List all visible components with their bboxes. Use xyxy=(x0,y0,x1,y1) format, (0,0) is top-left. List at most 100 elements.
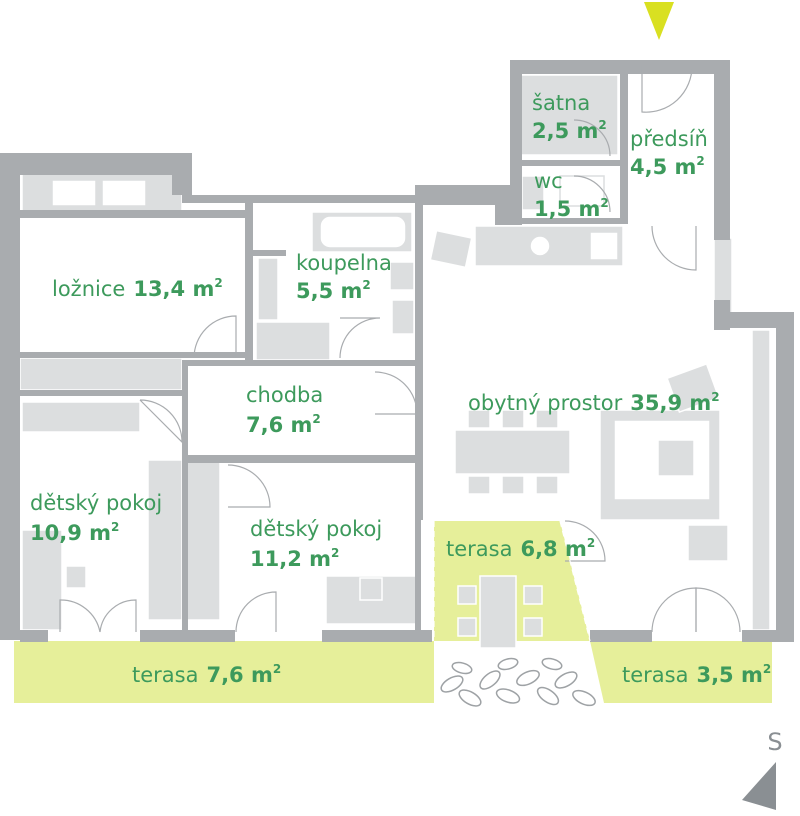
wardrobe-bedroom xyxy=(19,357,183,391)
walls xyxy=(0,60,794,642)
terrace-west[interactable] xyxy=(14,641,434,703)
door-entrance xyxy=(641,65,693,113)
door-satna xyxy=(573,119,611,157)
room-area-unit-exponent: 2 xyxy=(312,412,320,426)
fridge xyxy=(429,229,473,269)
compass-arrow-icon xyxy=(742,762,776,810)
room-name: dětský pokoj xyxy=(30,491,162,515)
room-name: ložnice xyxy=(52,277,125,301)
desk-child1 xyxy=(21,529,63,631)
bathtub-inner xyxy=(319,215,407,249)
terrace-chair-4 xyxy=(523,617,543,637)
room-area: 5,5 m xyxy=(296,279,362,303)
room-area: 13,4 m xyxy=(133,277,214,301)
bed-child2 xyxy=(185,459,221,621)
room-name: wc xyxy=(534,169,563,193)
room-area-unit-exponent: 2 xyxy=(600,196,608,210)
room-area: 2,5 m xyxy=(532,119,598,143)
room-area-unit-exponent: 2 xyxy=(273,662,281,676)
room-label-terasa3: terasa 3,5 m2 xyxy=(622,662,771,687)
room-area: 4,5 m xyxy=(630,155,696,179)
room-name: chodba xyxy=(246,383,323,407)
dining-table xyxy=(454,429,571,475)
room-area: 10,9 m xyxy=(30,521,111,545)
room-area-unit-exponent: 2 xyxy=(587,536,595,550)
door-terrace-living xyxy=(564,520,606,562)
room-area-unit-exponent: 2 xyxy=(696,154,704,168)
coffee-table xyxy=(657,439,695,477)
room-label-predsin: předsíň 4,5 m2 xyxy=(630,127,708,179)
room-name: koupelna xyxy=(296,251,392,275)
room-name: obytný prostor xyxy=(468,391,623,415)
room-name: šatna xyxy=(532,91,590,115)
room-area-unit-exponent: 2 xyxy=(111,520,119,534)
tv-cabinet xyxy=(751,329,771,631)
room-area: 7,6 m xyxy=(246,413,312,437)
room-label-obytny: obytný prostor 35,9 m2 xyxy=(468,390,720,415)
satna-shelf xyxy=(519,74,619,156)
compass: S xyxy=(742,728,783,810)
entrance-marker xyxy=(644,2,674,40)
room-area-unit-exponent: 2 xyxy=(763,662,771,676)
room-label-wc: wc 1,5 m2 xyxy=(534,169,609,221)
room-name: terasa xyxy=(446,537,512,561)
terrace-chair-3 xyxy=(523,585,543,605)
door-terrace2 xyxy=(235,591,277,633)
door-terrace-east-b xyxy=(695,587,741,633)
wc-sink xyxy=(559,175,605,207)
chair-child2 xyxy=(359,577,383,601)
chair-2 xyxy=(501,409,525,429)
room-label-chodba: chodba 7,6 m2 xyxy=(246,383,323,437)
terrace-edges xyxy=(433,520,591,642)
cooktop xyxy=(589,231,619,261)
terrace-east[interactable] xyxy=(590,641,772,703)
toilet-bath xyxy=(391,299,415,335)
chair-6 xyxy=(535,475,559,495)
door-chodba xyxy=(374,371,418,415)
armchair-1 xyxy=(666,362,720,414)
room-area: 11,2 m xyxy=(250,547,331,571)
room-area: 6,8 m xyxy=(520,537,586,561)
room-area-unit-exponent: 2 xyxy=(711,390,719,404)
terrace-chair-2 xyxy=(457,617,477,637)
furniture xyxy=(19,74,771,649)
door-predsin xyxy=(651,225,697,271)
door-terrace1 xyxy=(59,599,101,633)
chair-child1 xyxy=(65,565,87,589)
room-name: dětský pokoj xyxy=(250,517,382,541)
chair-1 xyxy=(467,409,491,429)
room-name: terasa xyxy=(132,663,198,687)
door-wc xyxy=(573,175,611,213)
plant-pattern xyxy=(440,657,596,707)
room-area: 3,5 m xyxy=(696,663,762,687)
door-child2 xyxy=(227,464,271,508)
room-area-unit-exponent: 2 xyxy=(362,278,370,292)
room-name: terasa xyxy=(622,663,688,687)
doors xyxy=(59,65,741,633)
room-label-koupelna: koupelna 5,5 m2 xyxy=(296,251,392,303)
room-name: předsíň xyxy=(630,127,708,151)
bed-child1 xyxy=(147,459,183,621)
wardrobe-child1 xyxy=(21,401,141,433)
room-area: 1,5 m xyxy=(534,197,600,221)
room-label-terasa1: terasa 6,8 m2 xyxy=(446,536,595,561)
room-area-unit-exponent: 2 xyxy=(214,276,222,290)
chair-3 xyxy=(535,409,559,429)
terrace-chair-1 xyxy=(457,585,477,605)
room-label-loznice: ložnice 13,4 m2 xyxy=(52,276,223,301)
pillow-left xyxy=(51,179,97,207)
room-label-detsky1: dětský pokoj 10,9 m2 xyxy=(30,491,162,545)
sink-kitchen xyxy=(529,235,551,257)
room-area: 35,9 m xyxy=(630,391,711,415)
door-bathroom xyxy=(339,317,381,359)
compass-label: S xyxy=(767,728,782,756)
door-bedroom xyxy=(193,315,237,359)
chair-4 xyxy=(467,475,491,495)
shower-wall xyxy=(257,257,279,321)
bath-cabinet xyxy=(255,321,331,361)
